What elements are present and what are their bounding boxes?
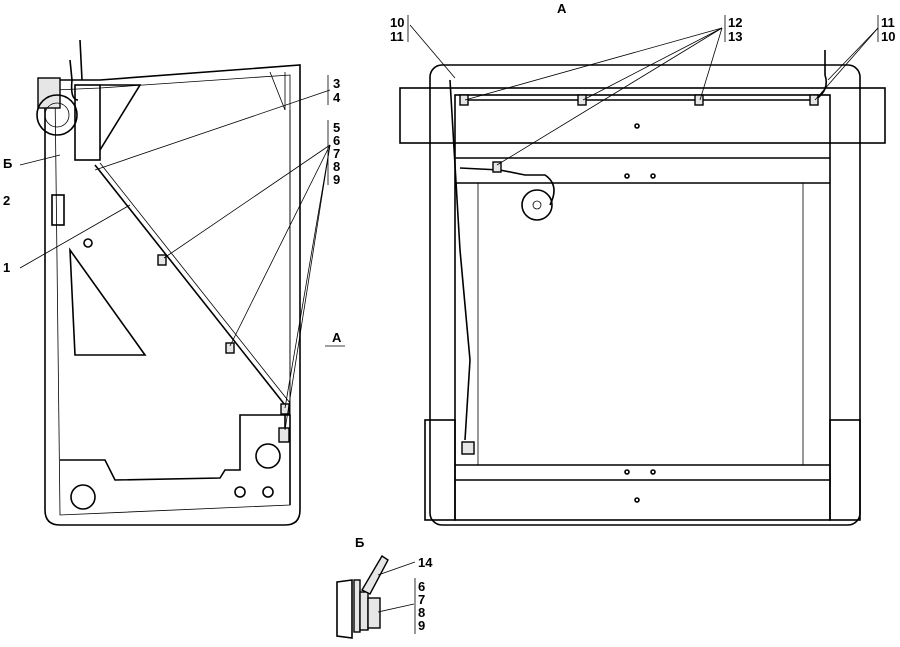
callout-14: 14 — [418, 555, 433, 570]
callout-7: 7 — [333, 146, 340, 161]
callout-5: 5 — [333, 120, 340, 135]
callout-7-detail: 7 — [418, 592, 425, 607]
callout-3: 3 — [333, 76, 340, 91]
callout-11-left: 11 — [390, 29, 404, 44]
callout-6-detail: 6 — [418, 579, 425, 594]
detail-b-title: Б — [355, 535, 364, 550]
callout-8: 8 — [333, 159, 340, 174]
callout-1: 1 — [3, 260, 10, 275]
callout-b: Б — [3, 156, 12, 171]
callout-9: 9 — [333, 172, 340, 187]
callout-11-right: 11 — [881, 15, 895, 30]
front-view-a: А 10 11 — [390, 1, 895, 526]
callout-4: 4 — [333, 90, 341, 105]
callout-12: 12 — [728, 15, 742, 30]
side-view: 3 4 5 6 7 8 9 Б 2 1 А — [3, 39, 345, 526]
view-a-title: А — [557, 1, 567, 16]
callout-13: 13 — [728, 29, 742, 44]
callout-8-detail: 8 — [418, 605, 425, 620]
callout-10-left: 10 — [390, 15, 404, 30]
detail-view-b: Б 14 6 7 8 9 — [336, 535, 433, 639]
callout-2: 2 — [3, 193, 10, 208]
callout-10-right: 10 — [881, 29, 895, 44]
callout-6: 6 — [333, 133, 340, 148]
view-a-arrow-label: А — [332, 330, 342, 345]
callout-9-detail: 9 — [418, 618, 425, 633]
